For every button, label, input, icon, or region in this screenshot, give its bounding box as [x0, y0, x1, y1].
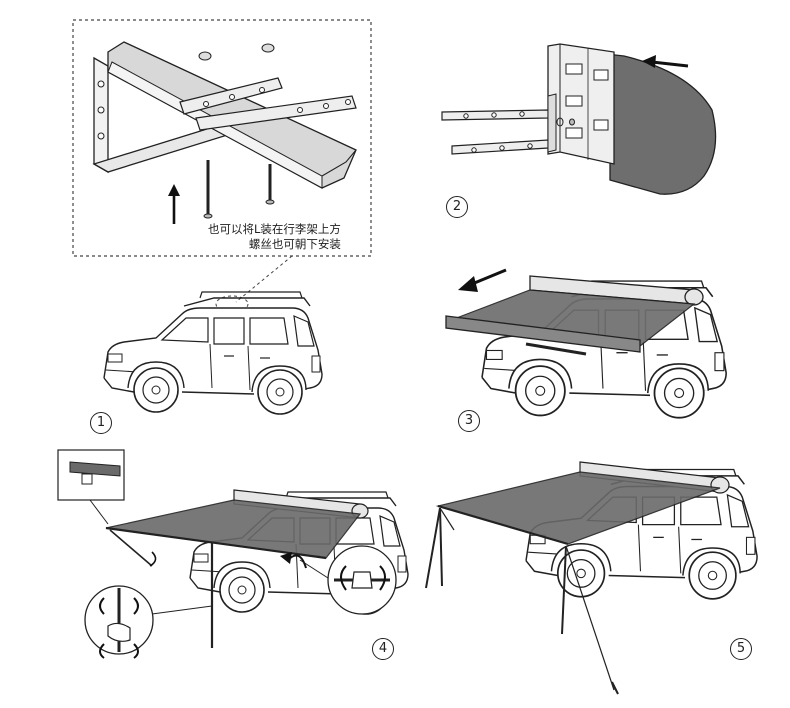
panel-1-detail	[72, 19, 372, 257]
panel-5-awning	[425, 461, 730, 695]
panel-4-awning	[57, 449, 397, 659]
step-number-2: 2	[446, 196, 468, 218]
step-number-1: 1	[90, 412, 112, 434]
step-number-4: 4	[372, 638, 394, 660]
detail-leader-line	[235, 255, 293, 303]
detail-note-line-2: 螺丝也可朝下安装	[248, 237, 341, 251]
detail-note: 也可以将L装在行李架上方 螺丝也可朝下安装	[208, 222, 341, 252]
step-number-3: 3	[458, 410, 480, 432]
step-number-5: 5	[730, 638, 752, 660]
detail-note-line-1: 也可以将L装在行李架上方	[208, 222, 341, 236]
panel-1-car	[103, 291, 323, 415]
panel-2-assembly	[441, 43, 717, 195]
panel-3-awning	[445, 268, 704, 356]
